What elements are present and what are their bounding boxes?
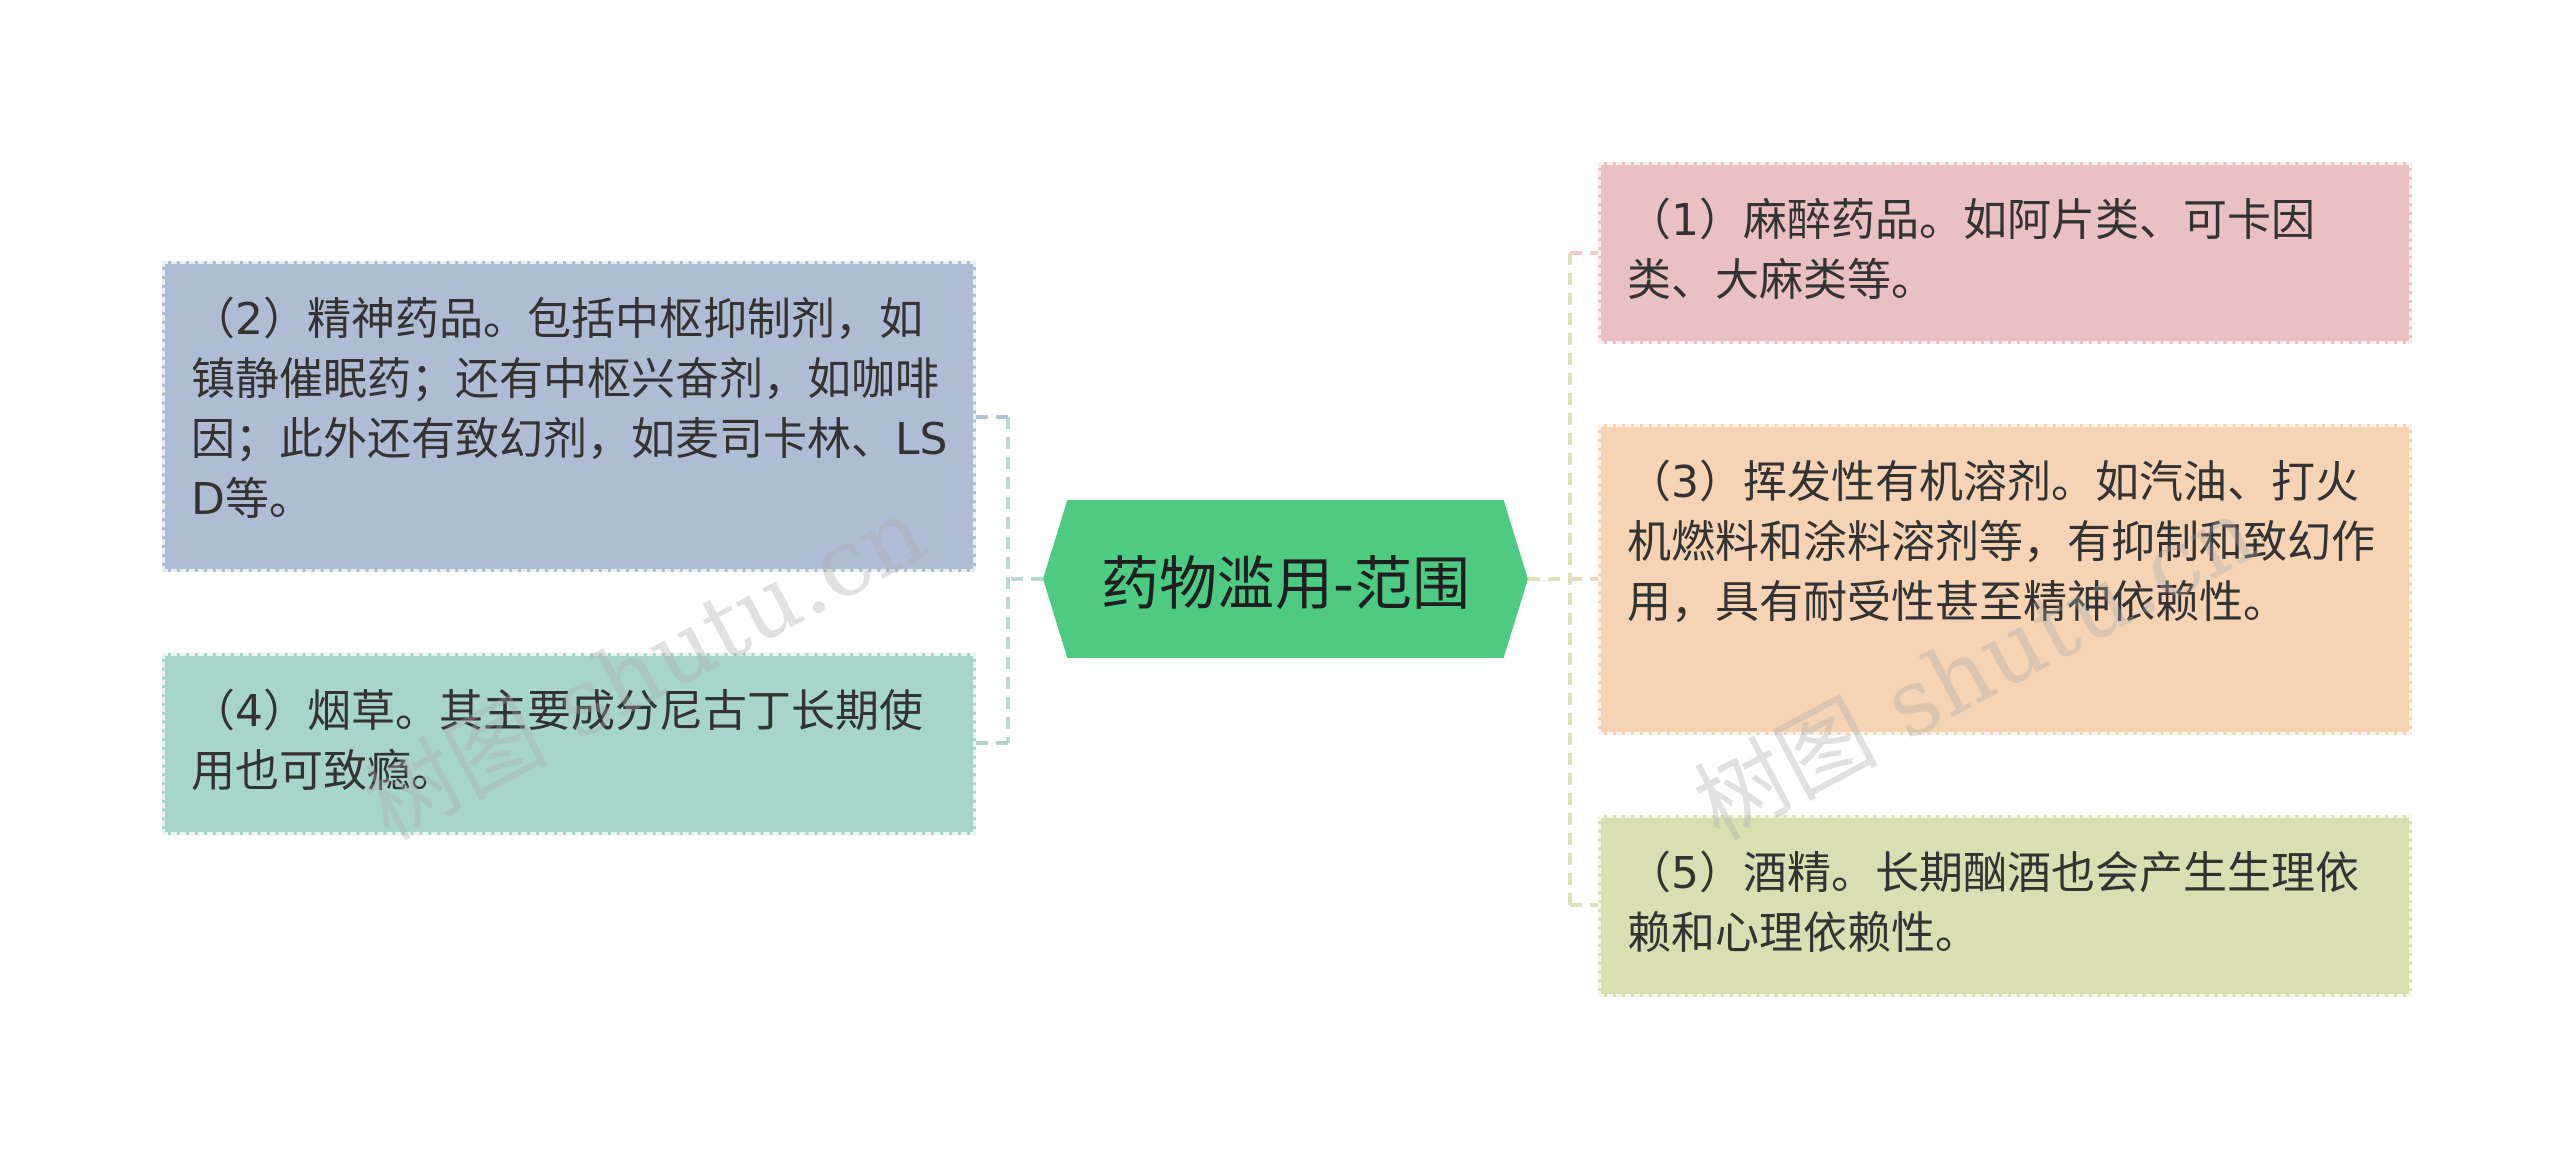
branch-node-solvents[interactable]: （3）挥发性有机溶剂。如汽油、打火机燃料和涂料溶剂等，有抑制和致幻作用，具有耐受… (1598, 424, 2412, 735)
center-topic-node[interactable]: 药物滥用-范围 (1043, 500, 1528, 658)
branch-node-text: （4）烟草。其主要成分尼古丁长期使用也可致瘾。 (191, 686, 923, 797)
branch-node-text: （3）挥发性有机溶剂。如汽油、打火机燃料和涂料溶剂等，有抑制和致幻作用，具有耐受… (1627, 457, 2375, 628)
branch-node-tobacco[interactable]: （4）烟草。其主要成分尼古丁长期使用也可致瘾。 (162, 653, 976, 835)
branch-node-psychotropic[interactable]: （2）精神药品。包括中枢抑制剂，如镇静催眠药；还有中枢兴奋剂，如咖啡因；此外还有… (162, 261, 976, 572)
center-topic-label: 药物滥用-范围 (1101, 550, 1470, 618)
branch-node-alcohol[interactable]: （5）酒精。长期酗酒也会产生生理依赖和心理依赖性。 (1598, 815, 2412, 997)
branch-node-text: （2）精神药品。包括中枢抑制剂，如镇静催眠药；还有中枢兴奋剂，如咖啡因；此外还有… (191, 294, 948, 525)
branch-node-text: （5）酒精。长期酗酒也会产生生理依赖和心理依赖性。 (1627, 848, 2359, 959)
branch-node-narcotics[interactable]: （1）麻醉药品。如阿片类、可卡因类、大麻类等。 (1598, 162, 2412, 344)
branch-node-text: （1）麻醉药品。如阿片类、可卡因类、大麻类等。 (1627, 195, 2315, 306)
